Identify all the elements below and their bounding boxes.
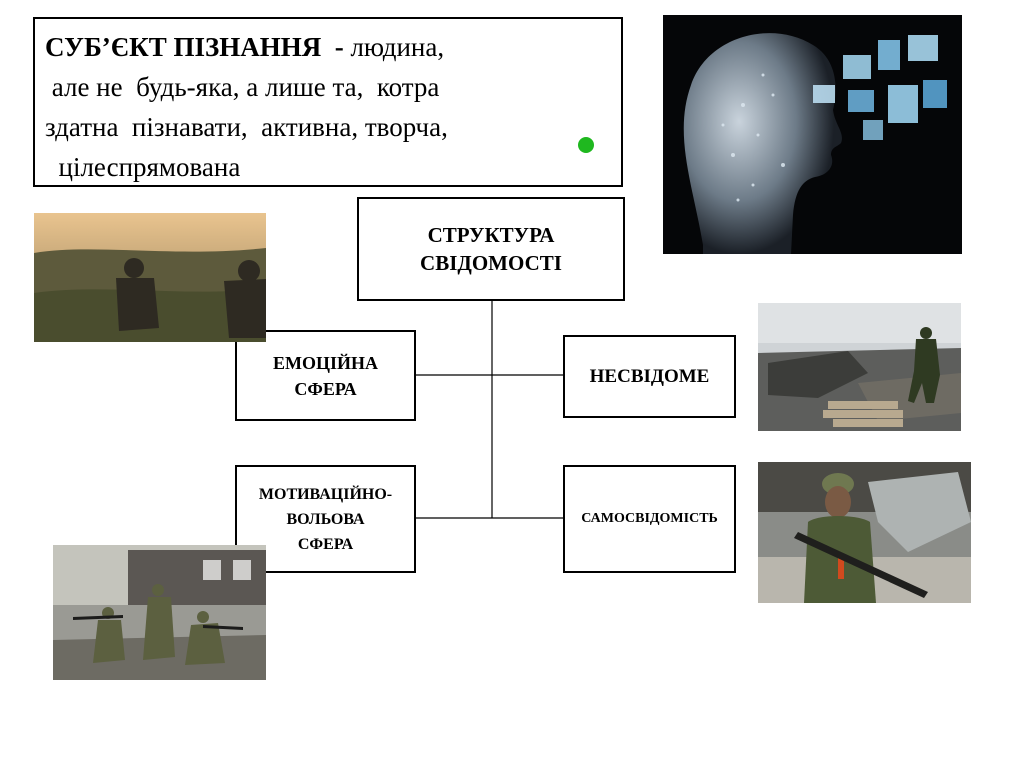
- soldiers-kneeling-image: [53, 545, 266, 680]
- node-emotional-sphere: ЕМОЦІЙНА СФЕРА: [235, 330, 416, 421]
- node-self-awareness-label: САМОСВІДОМІСТЬ: [581, 511, 718, 527]
- node-motivational-label: МОТИВАЦІЙНО- ВОЛЬОВА СФЕРА: [259, 482, 392, 557]
- node-emotional-label: ЕМОЦІЙНА СФЕРА: [273, 350, 378, 402]
- node-unconscious: НЕСВІДОМЕ: [563, 335, 736, 418]
- soldier-destroyed-vehicles-image: [758, 303, 961, 431]
- digital-head-image: [663, 15, 962, 254]
- node-structure-label: СТРУКТУРА СВІДОМОСТІ: [420, 221, 562, 277]
- node-self-awareness: САМОСВІДОМІСТЬ: [563, 465, 736, 573]
- node-structure-of-consciousness: СТРУКТУРА СВІДОМОСТІ: [357, 197, 625, 301]
- node-unconscious-label: НЕСВІДОМЕ: [590, 366, 710, 388]
- soldiers-field-image: [34, 213, 266, 342]
- soldier-with-rifle-image: [758, 462, 971, 603]
